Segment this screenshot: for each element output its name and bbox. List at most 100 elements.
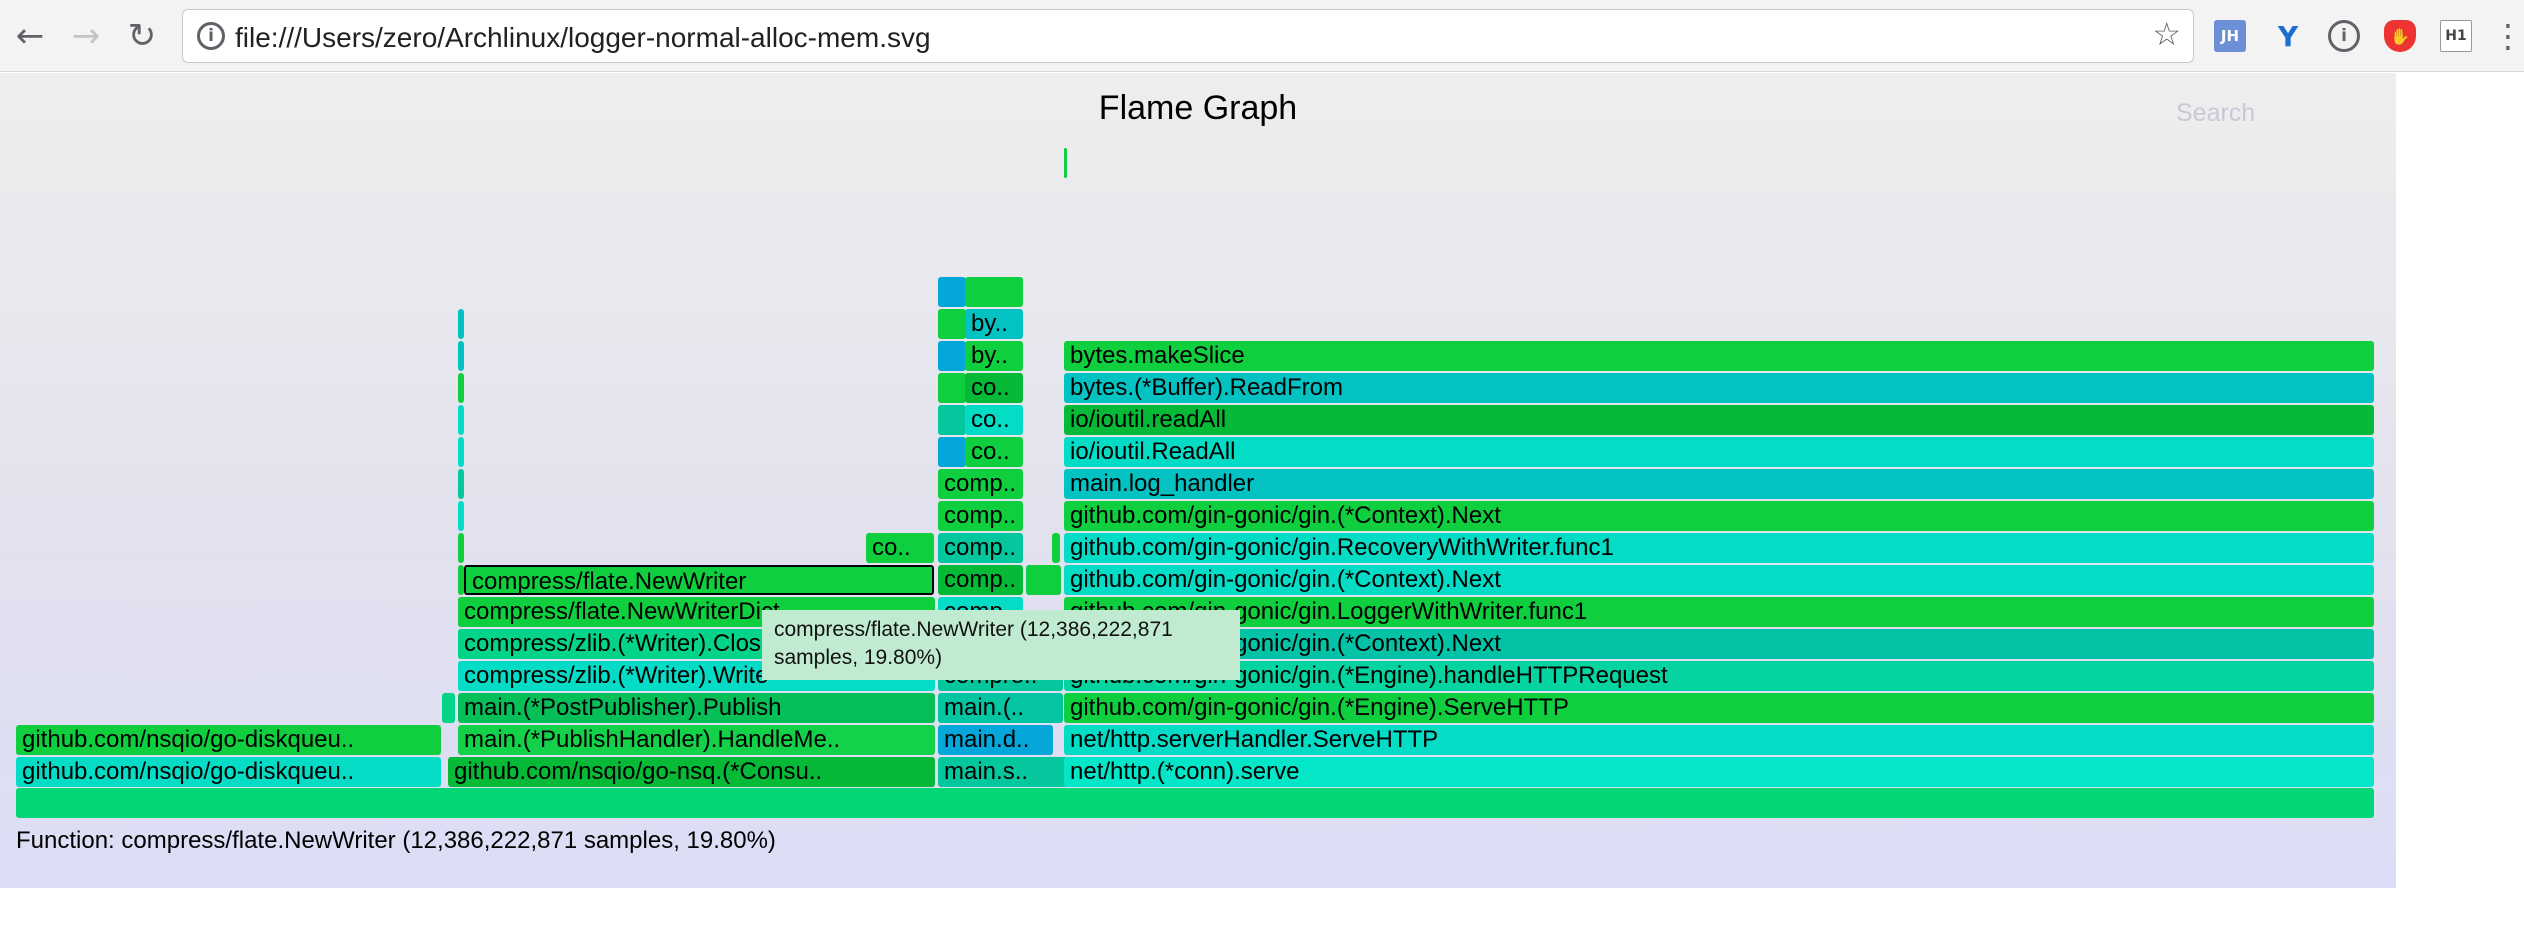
- flame-frame[interactable]: [938, 309, 966, 339]
- frame-label: github.com/gin-gonic/gin.(*Context).Next: [1070, 566, 1501, 593]
- frame-label: compress/zlib.(*Writer).Close: [464, 630, 775, 657]
- frame-label: co..: [971, 406, 1010, 433]
- frame-label: github.com/gin-gonic/gin.(*Engine).Serve…: [1070, 694, 1569, 721]
- jh-extension-icon[interactable]: JH: [2214, 20, 2246, 52]
- flame-frame[interactable]: io/ioutil.ReadAll: [1064, 437, 2374, 467]
- url-text[interactable]: file:///Users/zero/Archlinux/logger-norm…: [235, 22, 931, 53]
- flame-frame[interactable]: compress/flate.NewWriter: [464, 565, 934, 595]
- flame-frame[interactable]: main.(*PublishHandler).HandleMe..: [458, 725, 935, 755]
- flame-frames: github.com/nsqio/go-diskqueu..github.com…: [0, 73, 2396, 888]
- flame-frame[interactable]: [458, 533, 464, 563]
- frame-label: co..: [872, 534, 911, 561]
- flame-frame[interactable]: [458, 309, 464, 339]
- frame-label: compress/zlib.(*Writer).Write: [464, 662, 769, 689]
- search-button[interactable]: Search: [2176, 99, 2256, 127]
- flame-frame[interactable]: github.com/gin-gonic/gin.LoggerWithWrite…: [1064, 597, 2374, 627]
- function-details: Function: compress/flate.NewWriter (12,3…: [16, 827, 776, 854]
- frame-label: github.com/nsqio/go-diskqueu..: [22, 758, 355, 785]
- flame-frame[interactable]: [938, 405, 966, 435]
- flame-frame[interactable]: github.com/nsqio/go-nsq.(*Consu..: [448, 757, 935, 787]
- flame-frame[interactable]: github.com/gin-gonic/gin.(*Context).Next: [1064, 565, 2374, 595]
- info-extension-icon[interactable]: i: [2328, 20, 2360, 52]
- frame-label: main.d..: [944, 726, 1030, 753]
- flame-frame[interactable]: net/http.serverHandler.ServeHTTP: [1064, 725, 2374, 755]
- frame-label: comp..: [944, 470, 1017, 497]
- flame-frame[interactable]: [458, 405, 464, 435]
- frame-label: comp..: [944, 566, 1017, 593]
- flame-frame[interactable]: main.(..: [938, 693, 1063, 723]
- flame-frame[interactable]: by..: [1064, 148, 1067, 178]
- h1-extension-icon[interactable]: H1: [2440, 20, 2472, 52]
- back-button[interactable]: ←: [10, 16, 50, 56]
- frame-label: compress/flate.NewWriter: [472, 568, 747, 595]
- bookmark-star-icon[interactable]: ☆: [2152, 15, 2181, 53]
- frame-label: io/ioutil.ReadAll: [1070, 438, 1236, 465]
- frame-label: by..: [971, 342, 1008, 369]
- flame-frame[interactable]: [965, 277, 1023, 307]
- flame-frame[interactable]: bytes.(*Buffer).ReadFrom: [1064, 373, 2374, 403]
- flame-frame[interactable]: by..: [965, 341, 1023, 371]
- frame-label: net/http.serverHandler.ServeHTTP: [1070, 726, 1439, 753]
- flame-frame[interactable]: comp..: [938, 469, 1023, 499]
- flame-frame[interactable]: co..: [866, 533, 934, 563]
- flame-frame[interactable]: [458, 565, 464, 595]
- frame-label: io/ioutil.readAll: [1070, 406, 1227, 433]
- flame-frame[interactable]: github.com/nsqio/go-diskqueu..: [16, 757, 441, 787]
- frame-tooltip: compress/flate.NewWriter (12,386,222,871…: [762, 610, 1240, 680]
- reload-button[interactable]: ↻: [122, 16, 162, 56]
- flame-frame[interactable]: github.com/gin-gonic/gin.(*Engine).handl…: [1064, 661, 2374, 691]
- flame-frame[interactable]: [938, 277, 966, 307]
- flame-frame[interactable]: [442, 693, 455, 723]
- flame-frame[interactable]: bytes.makeSlice: [1064, 341, 2374, 371]
- flame-frame[interactable]: [458, 373, 464, 403]
- forward-button[interactable]: →: [66, 16, 106, 56]
- flame-frame[interactable]: github.com/gin-gonic/gin.(*Engine).Serve…: [1064, 693, 2374, 723]
- frame-label: bytes.makeSlice: [1070, 342, 1245, 369]
- y-extension-icon[interactable]: Y: [2277, 19, 2299, 53]
- arrow-left-icon: ←: [15, 16, 45, 56]
- flame-frame[interactable]: comp..: [938, 533, 1023, 563]
- flame-frame[interactable]: net/http.(*conn).serve: [1064, 757, 2374, 787]
- flame-frame[interactable]: main.log_handler: [1064, 469, 2374, 499]
- flame-frame[interactable]: co..: [965, 437, 1023, 467]
- frame-label: co..: [971, 374, 1010, 401]
- flame-frame[interactable]: comp..: [938, 565, 1023, 595]
- graph-title: Flame Graph: [1098, 89, 1298, 127]
- flame-frame[interactable]: [458, 437, 464, 467]
- flame-frame[interactable]: main.(*PostPublisher).Publish: [458, 693, 935, 723]
- flame-frame[interactable]: [458, 501, 464, 531]
- frame-label: main.(*PostPublisher).Publish: [464, 694, 782, 721]
- more-menu-icon[interactable]: ⋮: [2492, 17, 2524, 55]
- flame-frame[interactable]: [16, 788, 2374, 818]
- flame-frame[interactable]: github.com/gin-gonic/gin.(*Context).Next: [1064, 629, 2374, 659]
- flame-frame[interactable]: [1026, 565, 1061, 595]
- flame-frame[interactable]: by..: [965, 309, 1023, 339]
- frame-label: co..: [971, 438, 1010, 465]
- flame-frame[interactable]: [1052, 533, 1060, 563]
- frame-label: net/http.(*conn).serve: [1070, 758, 1300, 785]
- address-bar[interactable]: i file:///Users/zero/Archlinux/logger-no…: [182, 9, 2194, 63]
- flame-frame[interactable]: comp..: [938, 501, 1023, 531]
- flame-frame[interactable]: [938, 437, 966, 467]
- flame-frame[interactable]: github.com/nsqio/go-diskqueu..: [16, 725, 441, 755]
- arrow-right-icon: →: [71, 16, 101, 56]
- frame-label: main.(*PublishHandler).HandleMe..: [464, 726, 841, 753]
- flame-frame[interactable]: [938, 373, 966, 403]
- flame-frame[interactable]: io/ioutil.readAll: [1064, 405, 2374, 435]
- info-icon[interactable]: i: [197, 22, 225, 50]
- flame-frame[interactable]: main.d..: [938, 725, 1053, 755]
- flame-frame[interactable]: main.s..: [938, 757, 1068, 787]
- flame-frame[interactable]: github.com/gin-gonic/gin.(*Context).Next: [1064, 501, 2374, 531]
- shield-extension-icon[interactable]: ✋: [2384, 20, 2416, 52]
- flame-frame[interactable]: [458, 469, 464, 499]
- flame-frame[interactable]: co..: [965, 373, 1023, 403]
- flame-graph-canvas: Flame Graph Search github.com/nsqio/go-d…: [0, 73, 2396, 888]
- flame-frame[interactable]: github.com/gin-gonic/gin.RecoveryWithWri…: [1064, 533, 2374, 563]
- frame-label: main.(..: [944, 694, 1025, 721]
- flame-frame[interactable]: [938, 341, 966, 371]
- flame-frame[interactable]: [458, 341, 464, 371]
- frame-label: github.com/gin-gonic/gin.(*Context).Next: [1070, 502, 1501, 529]
- flame-frame[interactable]: co..: [965, 405, 1023, 435]
- frame-label: comp..: [944, 534, 1017, 561]
- frame-label: main.log_handler: [1070, 470, 1255, 497]
